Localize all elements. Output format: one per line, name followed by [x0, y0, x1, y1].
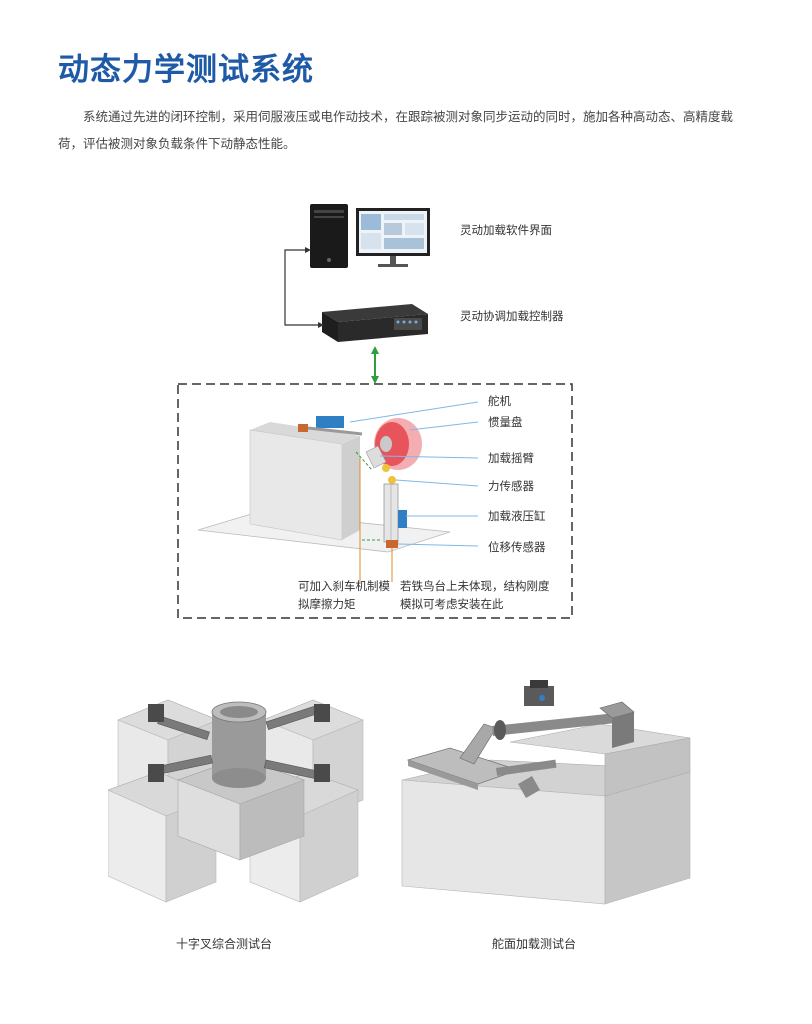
- component-servo: 舵机: [488, 394, 511, 408]
- page-title: 动态力学测试系统: [58, 52, 314, 88]
- intro-paragraph: 系统通过先进的闭环控制，采用伺服液压或电作动技术，在跟踪被测对象同步运动的同时，…: [58, 109, 734, 151]
- computer-tower-icon: [310, 204, 348, 268]
- component-loading-arm: 加载摇臂: [488, 451, 534, 465]
- controller-box-icon: [322, 304, 428, 342]
- monitor-icon: [356, 208, 430, 267]
- system-diagram-graphic: [177, 204, 573, 619]
- controller-label: 灵动协调加载控制器: [460, 309, 564, 323]
- component-hydraulic-cylinder: 加载液压缸: [488, 509, 546, 523]
- software-label: 灵动加载软件界面: [460, 223, 552, 237]
- note-left-line1: 可加入刹车机制模: [298, 579, 390, 593]
- note-left-line2: 拟摩擦力矩: [298, 597, 356, 611]
- control-surface-bench-image: [400, 672, 695, 907]
- system-diagram: 灵动加载软件界面 灵动协调加载控制器 舵机 惯量盘 加载摇臂 力传感器 加载液压…: [0, 190, 812, 630]
- cross-test-bench-image: [107, 680, 373, 905]
- note-right-line2: 模拟可考虑安装在此: [400, 597, 504, 611]
- cross-test-bench-caption: 十字叉综合测试台: [176, 937, 273, 951]
- component-force-sensor: 力传感器: [488, 479, 534, 493]
- note-right-line1: 若铁鸟台上未体现，结构刚度: [400, 579, 550, 593]
- component-inertia-disk: 惯量盘: [488, 415, 523, 429]
- control-surface-bench-caption: 舵面加载测试台: [492, 937, 577, 951]
- component-displacement-sensor: 位移传感器: [488, 540, 546, 554]
